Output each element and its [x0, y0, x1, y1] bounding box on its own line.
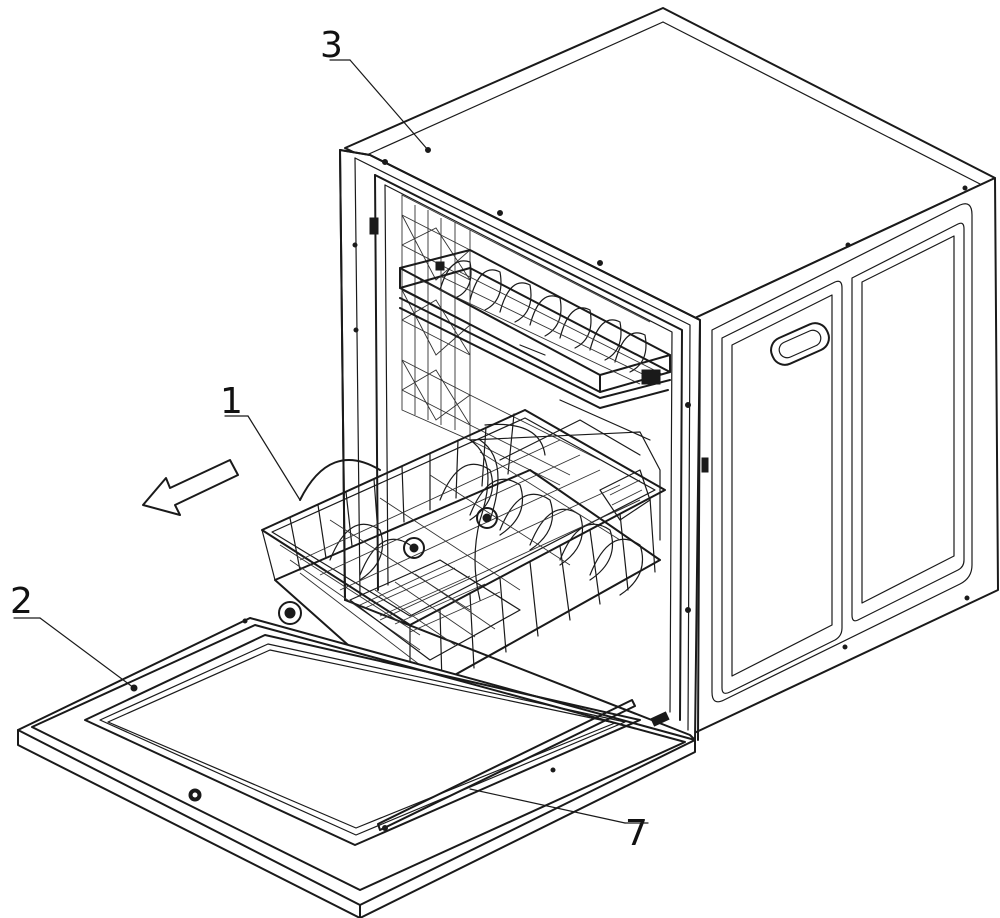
open-door [17, 617, 696, 918]
cabinet-body [344, 7, 999, 736]
door-rail [377, 699, 636, 831]
side-handle [770, 322, 830, 366]
callout-7: 7 [469, 788, 649, 854]
callout-3: 3 [320, 25, 429, 151]
rails [399, 297, 671, 541]
left-down-arrow-icon [142, 459, 239, 516]
upper-rack [399, 249, 671, 393]
callout-2: 2 [10, 581, 135, 689]
callout-label-2: 2 [10, 581, 33, 622]
callout-label-3: 3 [320, 25, 343, 66]
callout-label-7: 7 [625, 813, 648, 854]
callout-label-1: 1 [220, 381, 243, 422]
basket-wheel-back [476, 507, 498, 529]
basket-wheel-mid [403, 537, 425, 559]
basket-wheel-front-left [278, 601, 302, 625]
lower-basket [261, 409, 666, 751]
callout-1: 1 [220, 381, 301, 501]
